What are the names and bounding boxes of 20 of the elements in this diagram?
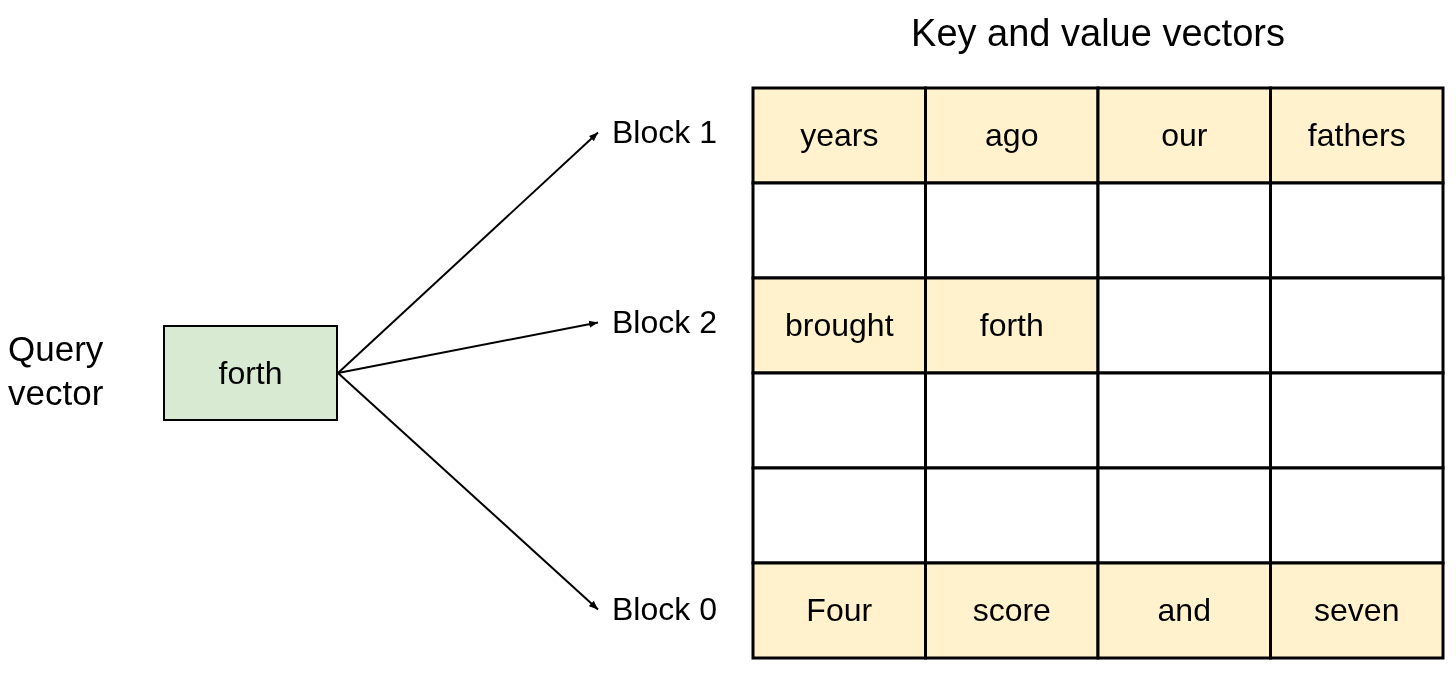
arrow bbox=[337, 131, 599, 374]
block-label: Block 2 bbox=[612, 304, 717, 341]
cell-text: ago bbox=[985, 117, 1039, 154]
arrow bbox=[337, 372, 599, 611]
cell-text: forth bbox=[979, 307, 1044, 344]
box-text: forth bbox=[218, 354, 283, 392]
vector-caption: Query vector bbox=[8, 328, 105, 414]
cell-text: and bbox=[1157, 592, 1211, 629]
diagram-title: Key and value vectors bbox=[911, 12, 1285, 55]
cell-text: Four bbox=[806, 592, 873, 629]
vector-box bbox=[163, 325, 338, 421]
cell-text: seven bbox=[1314, 592, 1400, 629]
cell-text: fathers bbox=[1307, 117, 1406, 154]
arrow bbox=[337, 320, 599, 374]
cell-text: our bbox=[1161, 117, 1208, 154]
cell-text: score bbox=[972, 592, 1051, 629]
block-label: Block 1 bbox=[612, 114, 717, 151]
cell-text: years bbox=[800, 117, 879, 154]
cell-text: brought bbox=[785, 307, 894, 344]
block-label: Block 0 bbox=[612, 591, 717, 628]
